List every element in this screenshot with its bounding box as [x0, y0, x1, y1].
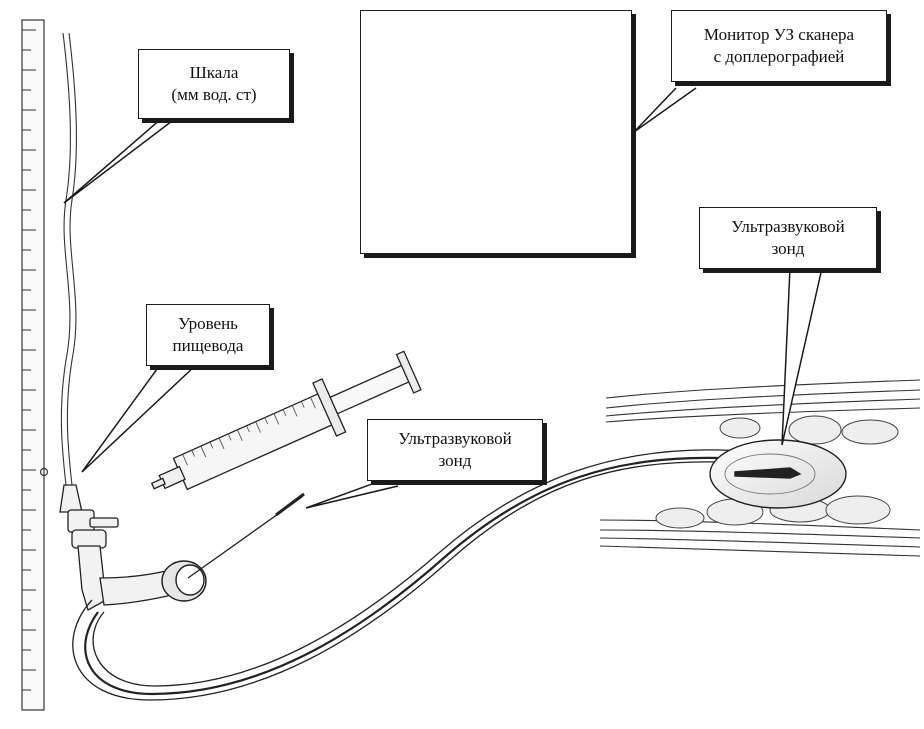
label-probe-right-line1: Ультразвуковой [731, 217, 845, 236]
syringe-graduations [182, 397, 316, 466]
callout-pointers [63, 87, 823, 509]
anatomy-section [599, 379, 921, 557]
ultrasound-probe-wire [187, 492, 305, 579]
monitor-frame [360, 10, 632, 254]
label-monitor-line2: с доплерографией [713, 47, 845, 66]
label-scale: Шкала (мм вод. ст) [138, 49, 290, 119]
label-esophagus-level: Уровень пищевода [146, 304, 270, 366]
measurement-scale [21, 19, 49, 711]
label-scale-line1: Шкала [189, 63, 239, 82]
label-probe-middle: Ультразвуковой зонд [367, 419, 543, 481]
label-monitor-line1: Монитор УЗ сканера [703, 25, 855, 44]
label-monitor: Монитор УЗ сканера с доплерографией [671, 10, 887, 82]
label-probe-middle-line1: Ультразвуковой [398, 429, 512, 448]
label-scale-line2: (мм вод. ст) [171, 85, 257, 104]
manometer-tube [60, 32, 77, 486]
scale-ticks [22, 29, 36, 691]
tissue-folds [655, 415, 899, 529]
catheter-cuff [161, 560, 207, 602]
label-esophagus-level-line2: пищевода [172, 336, 244, 355]
label-esophagus-level-line1: Уровень [178, 314, 238, 333]
connector-assembly [59, 484, 173, 611]
syringe [150, 350, 422, 491]
esophageal-balloon [709, 439, 847, 509]
label-probe-right-line2: зонд [771, 239, 805, 258]
label-probe-right: Ультразвуковой зонд [699, 207, 877, 269]
label-probe-middle-line2: зонд [438, 451, 472, 470]
